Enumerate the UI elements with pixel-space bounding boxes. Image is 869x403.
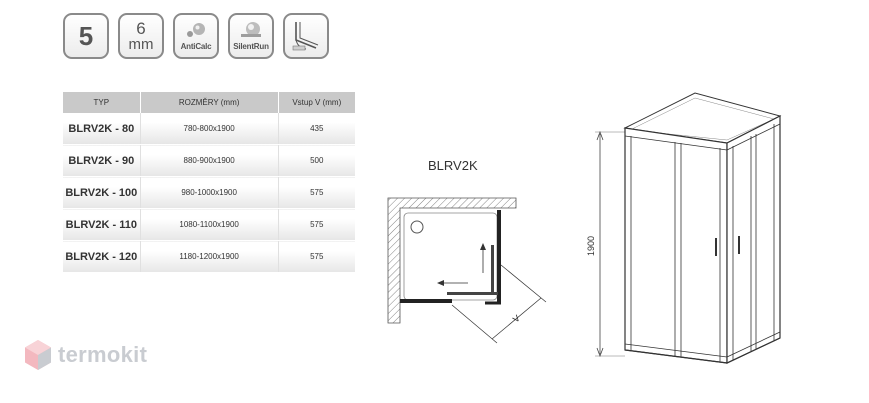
glass-thickness-badge: 6 mm <box>118 13 164 59</box>
silentrun-badge: SilentRun <box>228 13 274 59</box>
cell-type: BLRV2K - 80 <box>63 113 141 145</box>
enclosure-drawing: 1900 <box>586 92 782 364</box>
plan-diagram: V <box>387 197 547 344</box>
glass-thickness-unit: mm <box>128 36 154 53</box>
cell-entry: 575 <box>278 240 355 273</box>
entry-dimension-line <box>500 264 547 303</box>
side-wall <box>726 115 781 364</box>
anticalc-badge: AntiCalc <box>173 13 219 59</box>
cell-entry: 435 <box>278 113 355 145</box>
table-row: BLRV2K - 90 880-900x1900 500 <box>63 144 355 177</box>
cell-type: BLRV2K - 90 <box>63 144 141 177</box>
warranty-badge: 5 <box>63 13 109 59</box>
front-wall <box>624 127 728 364</box>
cell-type: BLRV2K - 110 <box>63 208 141 241</box>
cell-dimensions: 1180-1200x1900 <box>140 240 279 273</box>
entry-label: V <box>511 313 522 325</box>
table-header-row: TYP ROZMĚRY (mm) Vstup V (mm) <box>63 92 355 113</box>
cell-dimensions: 780-800x1900 <box>140 113 279 145</box>
cell-entry: 500 <box>278 144 355 177</box>
feature-badges: 5 6 mm AntiCalc SilentRun <box>63 13 329 59</box>
glass-thickness-value: 6 <box>136 19 146 38</box>
header-dimensions: ROZMĚRY (mm) <box>140 92 279 113</box>
hexagon-logo-icon <box>25 340 51 370</box>
cell-type: BLRV2K - 100 <box>63 176 141 209</box>
roller-icon <box>241 22 261 37</box>
anticalc-label: AntiCalc <box>180 42 212 51</box>
logo-text: termokit <box>58 342 148 367</box>
cell-entry: 575 <box>278 208 355 241</box>
drain <box>410 220 424 234</box>
droplets-icon <box>187 23 205 37</box>
side-fixed-panel <box>497 210 501 303</box>
table-row: BLRV2K - 110 1080-1100x1900 575 <box>63 208 355 241</box>
height-label: 1900 <box>586 236 596 256</box>
termokit-logo: termokit <box>24 339 147 371</box>
door-profile-icon <box>292 22 319 51</box>
cell-entry: 575 <box>278 176 355 209</box>
cell-dimensions: 1080-1100x1900 <box>140 208 279 241</box>
silentrun-label: SilentRun <box>233 42 269 51</box>
door-profile-badge <box>283 13 329 59</box>
front-sliding-door <box>447 292 498 295</box>
cell-type: BLRV2K - 120 <box>63 240 141 273</box>
warranty-years: 5 <box>78 21 94 51</box>
plan-title: BLRV2K <box>428 158 478 173</box>
spec-table: TYP ROZMĚRY (mm) Vstup V (mm) BLRV2K - 8… <box>63 92 355 273</box>
header-type: TYP <box>63 92 141 113</box>
table-row: BLRV2K - 120 1180-1200x1900 575 <box>63 240 355 273</box>
table-row: BLRV2K - 80 780-800x1900 435 <box>63 113 355 145</box>
cell-dimensions: 880-900x1900 <box>140 144 279 177</box>
side-sliding-door <box>491 245 494 295</box>
front-fixed-panel <box>400 299 452 303</box>
cell-dimensions: 980-1000x1900 <box>140 176 279 209</box>
wall-hatch <box>387 197 517 324</box>
header-entry: Vstup V (mm) <box>278 92 355 113</box>
table-row: BLRV2K - 100 980-1000x1900 575 <box>63 176 355 209</box>
